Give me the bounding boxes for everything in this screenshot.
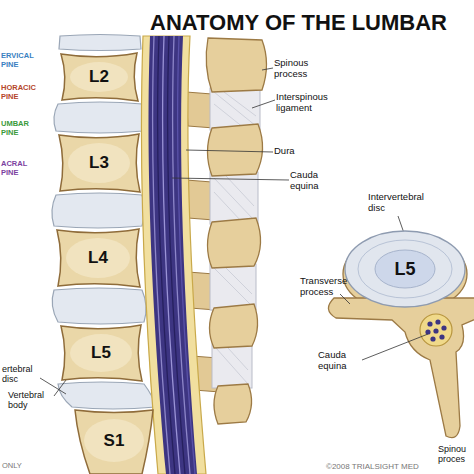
nerve-dot	[427, 321, 432, 326]
vertebra-label: L5	[91, 343, 111, 363]
intervertebral-discs	[52, 35, 156, 410]
ligament-band	[212, 344, 252, 388]
nerve-dot	[425, 329, 430, 334]
cancellous-bone	[70, 62, 128, 92]
leader-line	[262, 68, 273, 70]
spine-region-label: ACRAL PINE	[1, 160, 41, 177]
part-label: Interspinous ligament	[276, 92, 344, 114]
part-label: Vertebral body	[8, 390, 56, 411]
vertebra-label: L5	[394, 259, 415, 280]
nerve-strand	[178, 36, 195, 474]
bone-outline	[75, 410, 153, 474]
cancellous-bone	[66, 238, 130, 278]
leader-line	[186, 150, 273, 152]
spine-region-label: UMBAR PINE	[1, 120, 41, 137]
nerve-strand	[168, 36, 185, 474]
nerve-strand	[173, 36, 190, 474]
part-label: Intervertebral disc	[368, 192, 440, 214]
cauda-equina-bundle	[149, 36, 197, 474]
leader-line	[172, 178, 289, 180]
vertebral-body: L3	[56, 131, 142, 195]
spinous-process-shape	[214, 384, 252, 424]
part-label: Spinou proces	[438, 444, 472, 465]
part-label: Transverse process	[300, 276, 356, 298]
vertebral-body: L4	[54, 226, 142, 290]
part-label: Spinous process	[274, 58, 324, 80]
spinous-process-shape	[208, 124, 263, 176]
nerve-dot	[439, 334, 444, 339]
intervertebral-disc: L5	[344, 230, 466, 308]
nerve-root-dots	[425, 319, 446, 341]
part-label: ertebral disc	[2, 364, 46, 385]
fibre-line	[214, 192, 242, 222]
spinous-process-shape	[208, 218, 261, 268]
fibre-line	[214, 268, 252, 306]
ligament-band	[210, 264, 256, 310]
ligament-band	[210, 88, 260, 130]
nerve-roots	[153, 36, 195, 474]
leader-line	[362, 334, 428, 360]
vertebra-label: L2	[89, 67, 109, 87]
bone-outline	[61, 325, 142, 381]
vertebral-body: L5	[58, 322, 144, 384]
cancellous-bone	[84, 419, 144, 462]
part-label: Cauda equina	[318, 350, 362, 372]
leader-line	[340, 294, 350, 304]
bone-outline	[59, 134, 140, 192]
nucleus-pulposus	[375, 250, 435, 288]
part-label: Dura	[274, 146, 314, 157]
spine-region-label: HORACIC PINE	[1, 84, 41, 101]
vertebra-label: S1	[104, 431, 125, 451]
fibre-line	[224, 92, 256, 116]
spinal-canal	[420, 314, 452, 346]
fibre-line	[216, 348, 248, 384]
nerve-dot	[441, 325, 446, 330]
vertebra-label: L4	[88, 248, 108, 268]
disc-shape	[52, 288, 146, 324]
fibre-line	[228, 348, 248, 370]
cancellous-bone	[68, 143, 130, 183]
spinous-process-shape	[206, 38, 266, 92]
disc-shape	[59, 35, 141, 51]
posterior-arch	[328, 298, 474, 438]
disc-shape	[58, 382, 156, 409]
nerve-dot	[433, 328, 438, 333]
spinous-processes	[206, 38, 266, 424]
diagram-title: ANATOMY OF THE LUMBAR	[150, 10, 447, 36]
copyright-notice: ©2008 TRIALSIGHT MED	[326, 462, 474, 471]
annulus-ring	[358, 240, 452, 298]
cancellous-bone	[70, 334, 132, 372]
part-label: Cauda equina	[290, 170, 334, 192]
fibre-line	[214, 104, 244, 128]
vertebral-body: S1	[72, 407, 156, 474]
ligament-band	[210, 172, 258, 224]
disc-shape	[54, 102, 145, 133]
vertebral-body: L2	[58, 50, 140, 104]
watermark: ONLY	[2, 462, 42, 471]
dura-sac	[141, 36, 206, 474]
fibre-line	[226, 176, 254, 206]
bone-outline	[57, 229, 140, 287]
nerve-dot	[430, 336, 435, 341]
disc-shape	[52, 193, 145, 228]
leader-line	[252, 100, 275, 108]
vertebra-label: L3	[89, 153, 109, 173]
nerve-dot	[435, 319, 440, 324]
fibre-line	[226, 268, 252, 294]
annulus-fibrosus	[345, 231, 465, 307]
spinous-process-shape	[210, 304, 258, 348]
bone-outline	[61, 53, 138, 101]
spine-region-label: ERVICAL PINE	[1, 52, 41, 69]
leader-lines	[40, 68, 428, 396]
